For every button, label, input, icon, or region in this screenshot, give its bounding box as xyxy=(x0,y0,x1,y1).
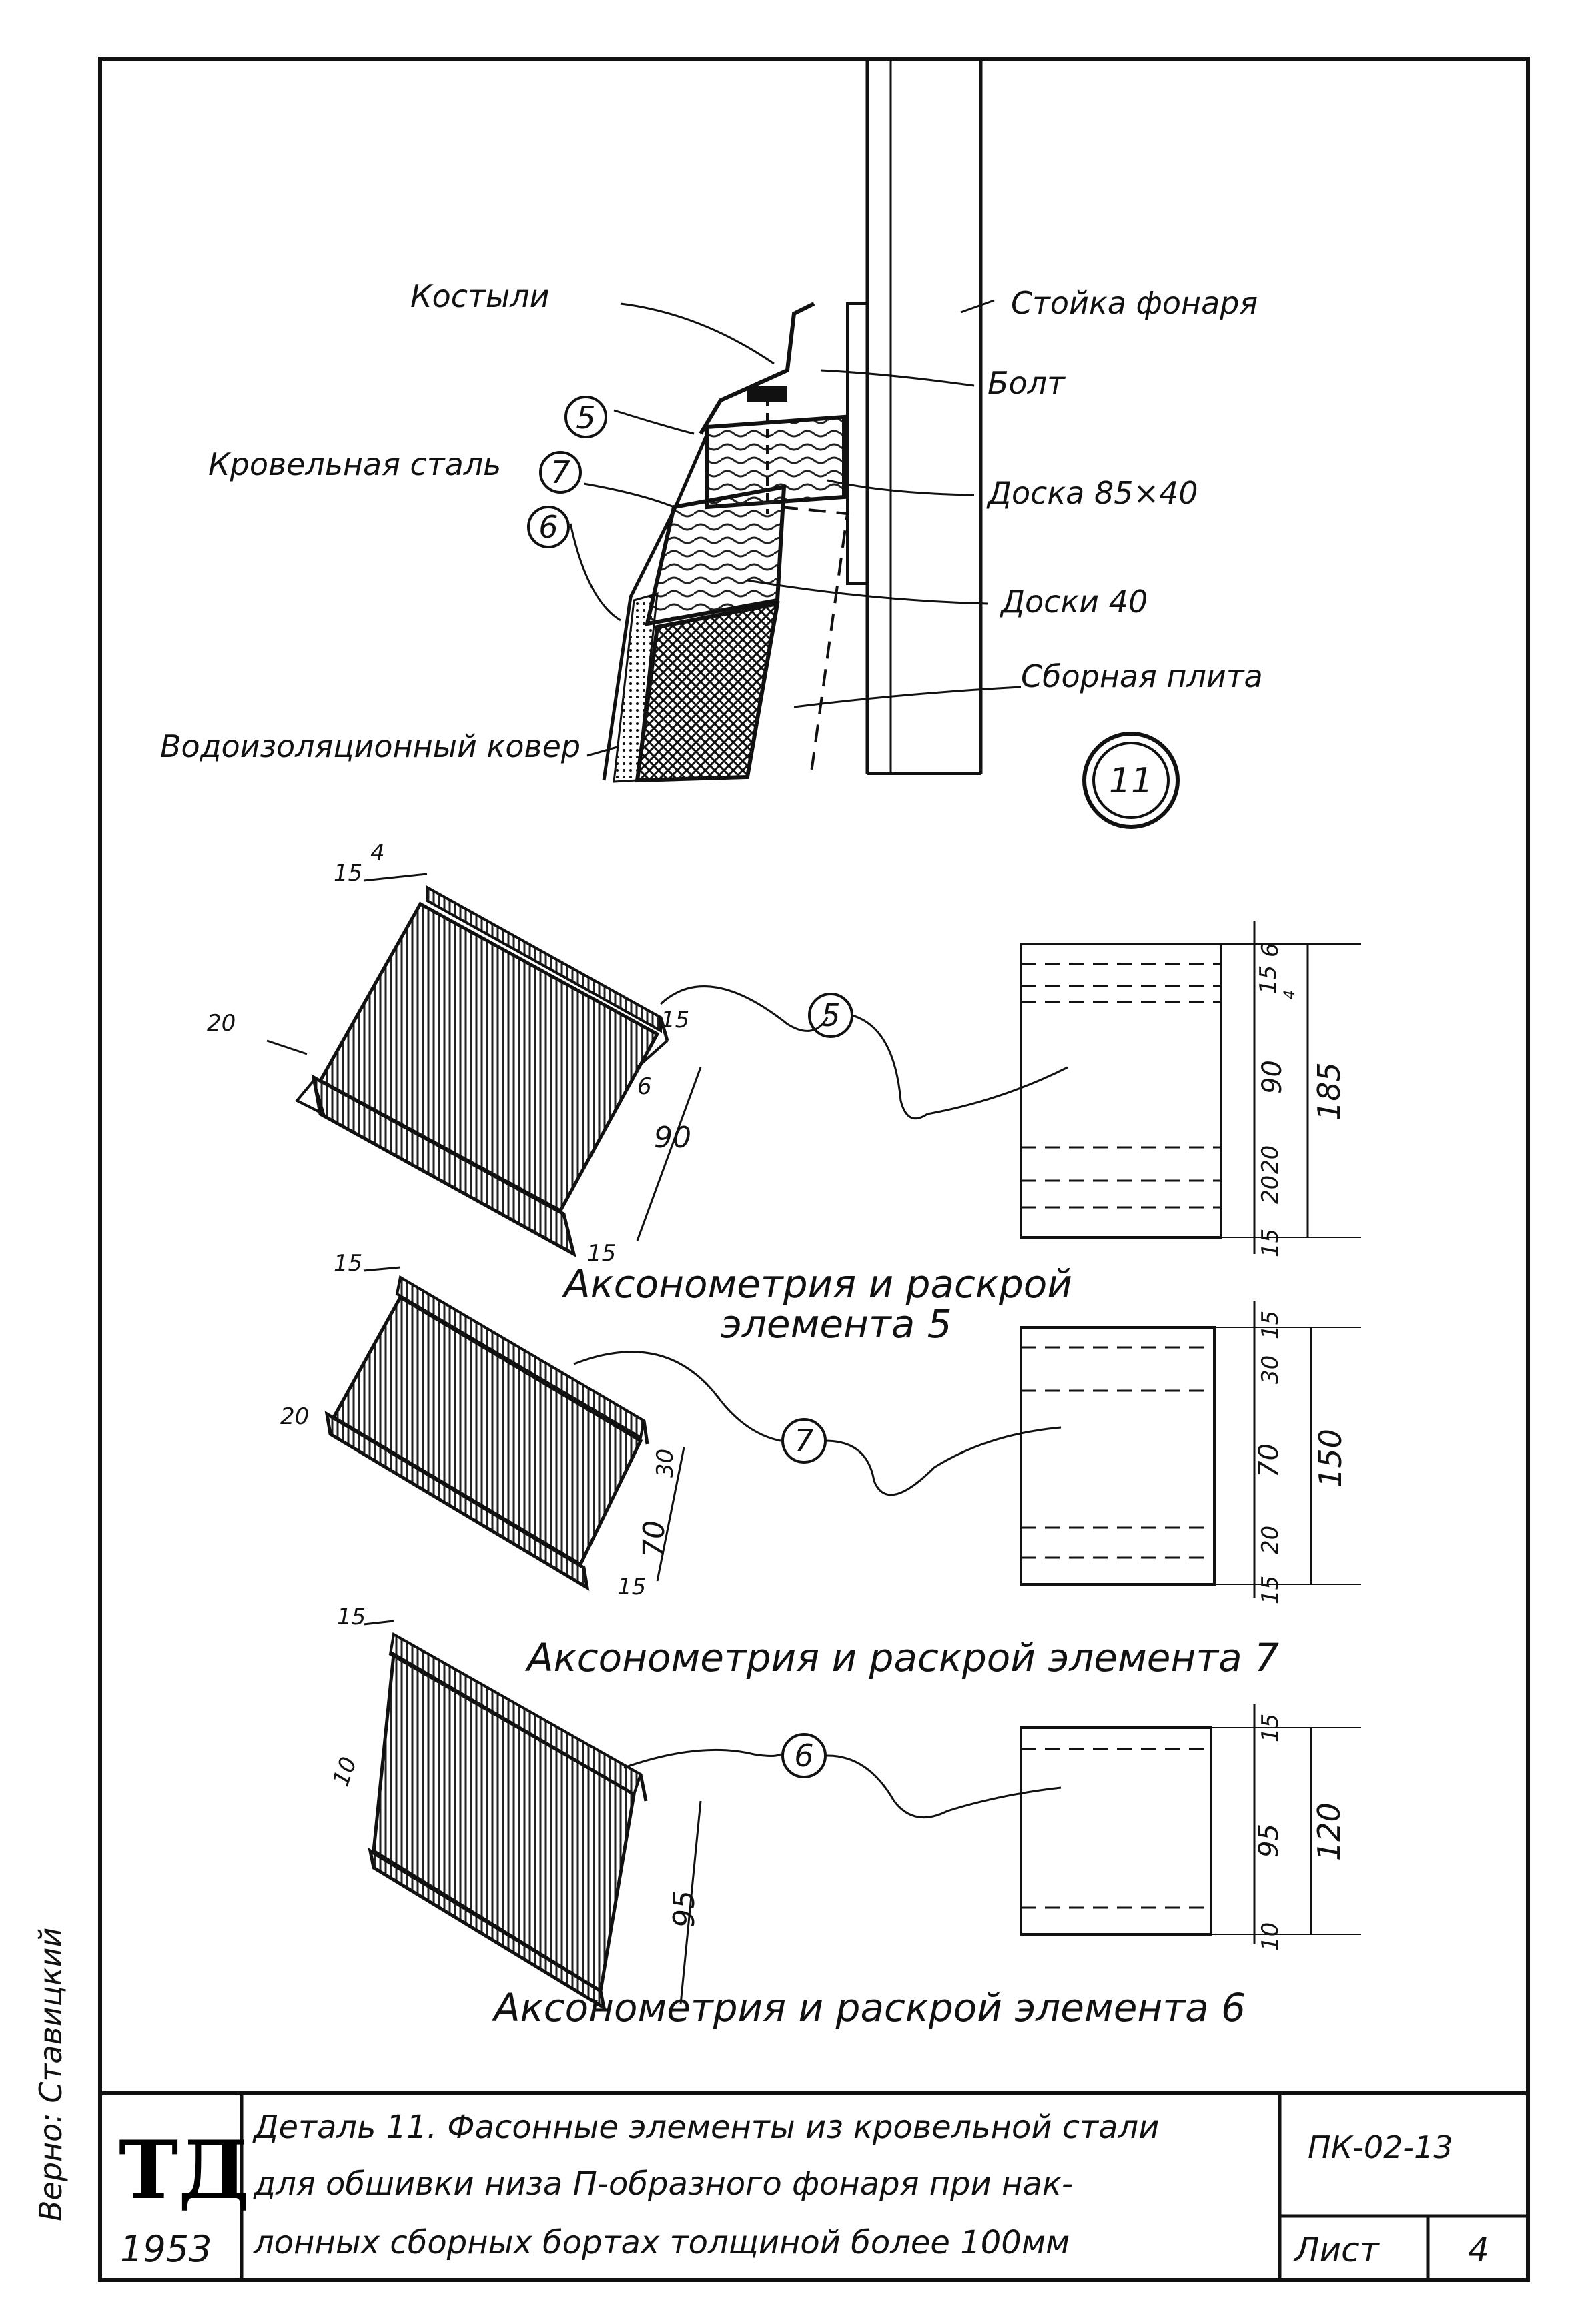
marker-5: 5 xyxy=(564,396,607,438)
element6-cut-pattern xyxy=(1020,1704,1361,1944)
svg-text:150: 150 xyxy=(1312,1429,1348,1488)
label-bolt: Болт xyxy=(988,365,1066,401)
svg-text:20: 20 xyxy=(1257,1175,1284,1204)
marker-6: 6 xyxy=(527,506,570,548)
cramp xyxy=(699,302,815,435)
roofing-steel xyxy=(602,433,709,781)
sheet-frame xyxy=(98,57,1530,2282)
svg-text:15: 15 xyxy=(1257,1229,1284,1257)
element6-marker: 6 xyxy=(781,1733,827,1778)
title-line1: Деталь 11. Фасонные элементы из кровельн… xyxy=(252,2109,1159,2146)
label-doska-85x40: Доска 85×40 xyxy=(986,475,1198,511)
bolt-nut xyxy=(747,386,787,402)
board-85x40 xyxy=(705,414,846,510)
svg-text:15: 15 xyxy=(1257,1576,1284,1604)
svg-text:20: 20 xyxy=(1257,1145,1284,1174)
svg-text:95: 95 xyxy=(667,1890,701,1928)
svg-text:90: 90 xyxy=(654,1121,691,1155)
drawing-code: ПК-02-13 xyxy=(1308,2129,1453,2165)
title-line2: для обшивки низа П-образного фонаря при … xyxy=(253,2165,1073,2203)
svg-text:5: 5 xyxy=(576,400,595,436)
svg-text:20: 20 xyxy=(280,1403,309,1430)
label-vodoizol: Водоизоляционный ковер xyxy=(160,728,580,764)
svg-text:15: 15 xyxy=(334,1250,362,1277)
element6-caption: Аксонометрия и раскрой элемента 6 xyxy=(491,1985,1246,2030)
element7-caption: Аксонометрия и раскрой элемента 7 xyxy=(524,1635,1279,1680)
svg-text:15: 15 xyxy=(334,860,362,887)
side-note: Верно: Ставицкий xyxy=(33,1928,69,2221)
element7-cut-pattern xyxy=(1020,1301,1361,1598)
svg-text:10: 10 xyxy=(328,1754,362,1790)
element5-marker: 5 xyxy=(808,993,853,1038)
svg-text:70: 70 xyxy=(1254,1443,1284,1478)
svg-text:120: 120 xyxy=(1311,1802,1347,1861)
element5-cut-pattern xyxy=(1020,921,1361,1254)
element5-iso-dims: 15 4 20 15 6 90 15 xyxy=(207,840,691,1267)
svg-text:15: 15 xyxy=(587,1240,616,1267)
title-block xyxy=(100,2091,1528,2280)
svg-text:11: 11 xyxy=(1109,761,1153,801)
label-kostyli: Костыли xyxy=(410,278,550,314)
logo-td: ТД xyxy=(119,2123,250,2217)
svg-text:6: 6 xyxy=(794,1738,813,1774)
element5-cut-dims: 6 15 4 90 20 20 15 185 xyxy=(1255,943,1347,1257)
element6-dim-lines xyxy=(363,1620,781,2005)
slab-dashed-outline xyxy=(780,506,849,778)
element5-caption-line1: Аксонометрия и раскрой xyxy=(561,1261,1072,1307)
svg-text:15: 15 xyxy=(1257,1311,1284,1339)
svg-text:30: 30 xyxy=(1257,1355,1284,1384)
svg-text:4: 4 xyxy=(1282,990,1298,999)
svg-text:15: 15 xyxy=(617,1574,646,1600)
bracket-plate xyxy=(846,302,869,585)
element6-leader xyxy=(825,1754,1062,1819)
label-stoyka: Стойка фонаря xyxy=(1011,285,1258,321)
element6-axonometry xyxy=(368,1632,648,2012)
svg-text:15: 15 xyxy=(1255,965,1282,994)
element7-cut-dims: 15 30 70 20 15 150 xyxy=(1254,1311,1348,1604)
svg-text:10: 10 xyxy=(1257,1922,1284,1951)
element7-axonometry xyxy=(324,1275,649,1591)
svg-text:20: 20 xyxy=(1257,1526,1284,1554)
label-krovelnaya-stal: Кровельная сталь xyxy=(208,446,501,482)
waterproof-layer xyxy=(613,592,659,783)
svg-text:7: 7 xyxy=(794,1423,813,1459)
svg-text:6: 6 xyxy=(637,1073,652,1100)
title-line3: лонных сборных бортах толщиной более 100… xyxy=(253,2224,1070,2261)
svg-text:95: 95 xyxy=(1254,1824,1284,1858)
svg-text:15: 15 xyxy=(661,1007,689,1033)
boards-40 xyxy=(645,484,787,626)
sheet-number: 4 xyxy=(1468,2231,1489,2269)
sheet-label: Лист xyxy=(1293,2231,1381,2269)
svg-text:15: 15 xyxy=(337,1604,366,1630)
element5-caption-line2: элемента 5 xyxy=(721,1301,952,1347)
prefab-slab xyxy=(635,601,780,783)
label-sbornaya-plita: Сборная плита xyxy=(1021,658,1263,694)
svg-text:20: 20 xyxy=(207,1010,236,1037)
element7-dim-lines xyxy=(363,1266,781,1582)
marker-7: 7 xyxy=(539,451,582,494)
element7-leader xyxy=(825,1426,1062,1496)
svg-text:185: 185 xyxy=(1311,1062,1347,1121)
element5-leader xyxy=(851,1014,1068,1120)
title-year: 1953 xyxy=(120,2228,212,2270)
label-doski-40: Доски 40 xyxy=(1000,584,1148,620)
detail-section xyxy=(602,59,983,783)
svg-text:90: 90 xyxy=(1257,1060,1288,1094)
detail-marker-11: 11 xyxy=(1082,732,1180,829)
svg-text:6: 6 xyxy=(1257,943,1284,957)
svg-text:30: 30 xyxy=(652,1449,679,1478)
svg-text:5: 5 xyxy=(821,997,840,1033)
svg-text:4: 4 xyxy=(370,840,385,866)
element7-marker: 7 xyxy=(781,1418,827,1464)
svg-text:15: 15 xyxy=(1257,1714,1284,1742)
leaders xyxy=(569,299,1022,757)
element5-axonometry xyxy=(294,885,669,1257)
svg-text:6: 6 xyxy=(538,509,558,545)
element6-cut-dims: 15 95 10 120 xyxy=(1254,1714,1347,1951)
svg-text:7: 7 xyxy=(550,454,570,490)
